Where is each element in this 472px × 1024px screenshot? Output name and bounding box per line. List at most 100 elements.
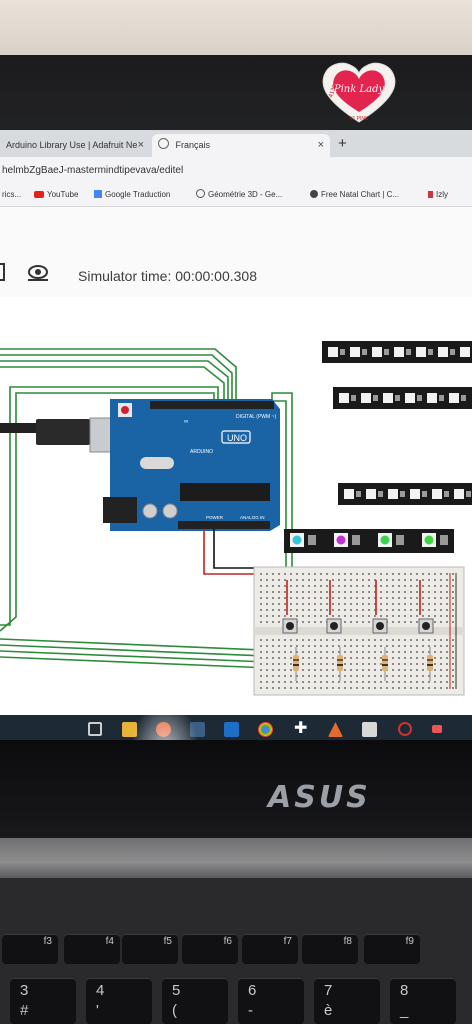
breadboard-hole (314, 597, 316, 599)
keyboard-key-8[interactable]: 8_ (390, 978, 456, 1024)
breadboard-hole (416, 639, 418, 641)
breadboard-hole (272, 597, 274, 599)
breadboard-hole (314, 591, 316, 593)
breadboard-hole (338, 615, 340, 617)
breadboard-hole (356, 669, 358, 671)
close-icon[interactable]: × (137, 139, 144, 151)
breadboard-hole (320, 591, 322, 593)
breadboard-hole (392, 669, 394, 671)
breadboard-hole (446, 645, 448, 647)
circuit-canvas[interactable]: DIGITAL (PWM ~) ∞ UNO ARDUINO POWER ANAL… (0, 297, 472, 715)
led-pad (444, 491, 449, 497)
breadboard-hole (308, 663, 310, 665)
breadboard-hole (290, 681, 292, 683)
breadboard-hole (416, 573, 418, 575)
breadboard-hole (302, 585, 304, 587)
keyboard-key-f6[interactable]: f6 (182, 934, 238, 964)
tray-icon[interactable] (432, 725, 442, 733)
close-icon[interactable]: × (317, 139, 324, 151)
matlab-icon[interactable] (328, 722, 343, 737)
window-icon[interactable] (362, 722, 377, 737)
browser-tab-arduino[interactable]: Arduino Library Use | Adafruit Ne × (0, 134, 150, 157)
breadboard-hole (422, 639, 424, 641)
breadboard-hole (332, 645, 334, 647)
led-strip[interactable] (322, 341, 472, 505)
breadboard-hole (260, 639, 262, 641)
keyboard-key-6[interactable]: 6- (238, 978, 304, 1024)
stop-icon[interactable] (0, 263, 5, 281)
breadboard-hole (362, 609, 364, 611)
breadboard-hole (362, 579, 364, 581)
led-pad (466, 491, 471, 497)
breadboard-hole (422, 615, 424, 617)
bookmark-youtube[interactable]: YouTube (34, 188, 78, 202)
breadboard-hole (398, 585, 400, 587)
bookmark-google-translate[interactable]: Google Traduction (94, 188, 170, 202)
address-bar[interactable]: helmbZgBaeJ-mastermindtipevava/editel (0, 157, 472, 184)
plus-icon[interactable]: ✚ (294, 720, 308, 737)
breadboard-hole (326, 615, 328, 617)
resistor (427, 655, 433, 671)
bookmark-natal-chart[interactable]: Free Natal Chart | C... (310, 188, 399, 202)
push-buttons[interactable] (282, 618, 434, 634)
keyboard-key-3[interactable]: 3# (10, 978, 76, 1024)
breadboard-hole (404, 663, 406, 665)
breadboard-hole (416, 585, 418, 587)
breadboard-hole (320, 609, 322, 611)
keyboard-key-4[interactable]: 4' (86, 978, 152, 1024)
breadboard-hole (332, 609, 334, 611)
breadboard-hole (428, 675, 430, 677)
breadboard-hole (446, 609, 448, 611)
breadboard-hole (290, 585, 292, 587)
keyboard-key-f5[interactable]: f5 (122, 934, 178, 964)
breadboard-hole (374, 663, 376, 665)
breadboard-hole (350, 591, 352, 593)
breadboard-hole (266, 579, 268, 581)
web-icon[interactable] (398, 722, 412, 736)
laptop-screen: Arduino Library Use | Adafruit Ne × Fran… (0, 130, 472, 742)
led-light (336, 535, 346, 545)
eye-icon[interactable] (28, 265, 48, 281)
bookmark-label: Free Natal Chart | C... (321, 190, 400, 199)
breadboard-hole (350, 663, 352, 665)
breadboard-hole (386, 573, 388, 575)
breadboard-hole (398, 573, 400, 575)
arduino-logo-infinity: ∞ (184, 419, 188, 425)
circuit-drawing: DIGITAL (PWM ~) ∞ UNO ARDUINO POWER ANAL… (0, 341, 472, 696)
breadboard-hole (344, 603, 346, 605)
browser-tab-francais[interactable]: Français × (152, 134, 330, 157)
breadboard-hole (272, 651, 274, 653)
breadboard-hole (374, 597, 376, 599)
keyboard-key-f9[interactable]: f9 (364, 934, 420, 964)
breadboard-hole (338, 579, 340, 581)
keyboard-key-f8[interactable]: f8 (302, 934, 358, 964)
led-chip (339, 393, 349, 403)
keyboard-key-f4[interactable]: f4 (64, 934, 120, 964)
keyboard-key-f7[interactable]: f7 (242, 934, 298, 964)
bookmark-item[interactable]: rics... (2, 188, 21, 202)
bookmark-izly[interactable]: Izly (428, 188, 448, 202)
breadboard-hole (428, 639, 430, 641)
breadboard-hole (362, 675, 364, 677)
keyboard-key-f3[interactable]: f3 (2, 934, 58, 964)
breadboard-hole (290, 639, 292, 641)
breadboard-hole (326, 669, 328, 671)
breadboard-hole (380, 681, 382, 683)
keyboard-key-5[interactable]: 5( (162, 978, 228, 1024)
mail-icon[interactable] (224, 722, 239, 737)
led-pad (440, 535, 448, 545)
breadboard-hole (350, 615, 352, 617)
task-view-icon[interactable] (88, 722, 102, 736)
chrome-icon[interactable] (258, 722, 273, 737)
breadboard-hole (362, 687, 364, 689)
breadboard-hole (446, 663, 448, 665)
new-tab-button[interactable]: + (338, 135, 347, 152)
breadboard-hole (446, 579, 448, 581)
bookmark-geogebra[interactable]: Géométrie 3D - Ge... (196, 188, 282, 202)
background-wall (0, 0, 472, 60)
arduino-uno-board[interactable]: DIGITAL (PWM ~) ∞ UNO ARDUINO POWER ANAL… (103, 399, 280, 531)
breadboard-hole (386, 651, 388, 653)
breadboard-hole (344, 597, 346, 599)
breadboard-hole (404, 609, 406, 611)
